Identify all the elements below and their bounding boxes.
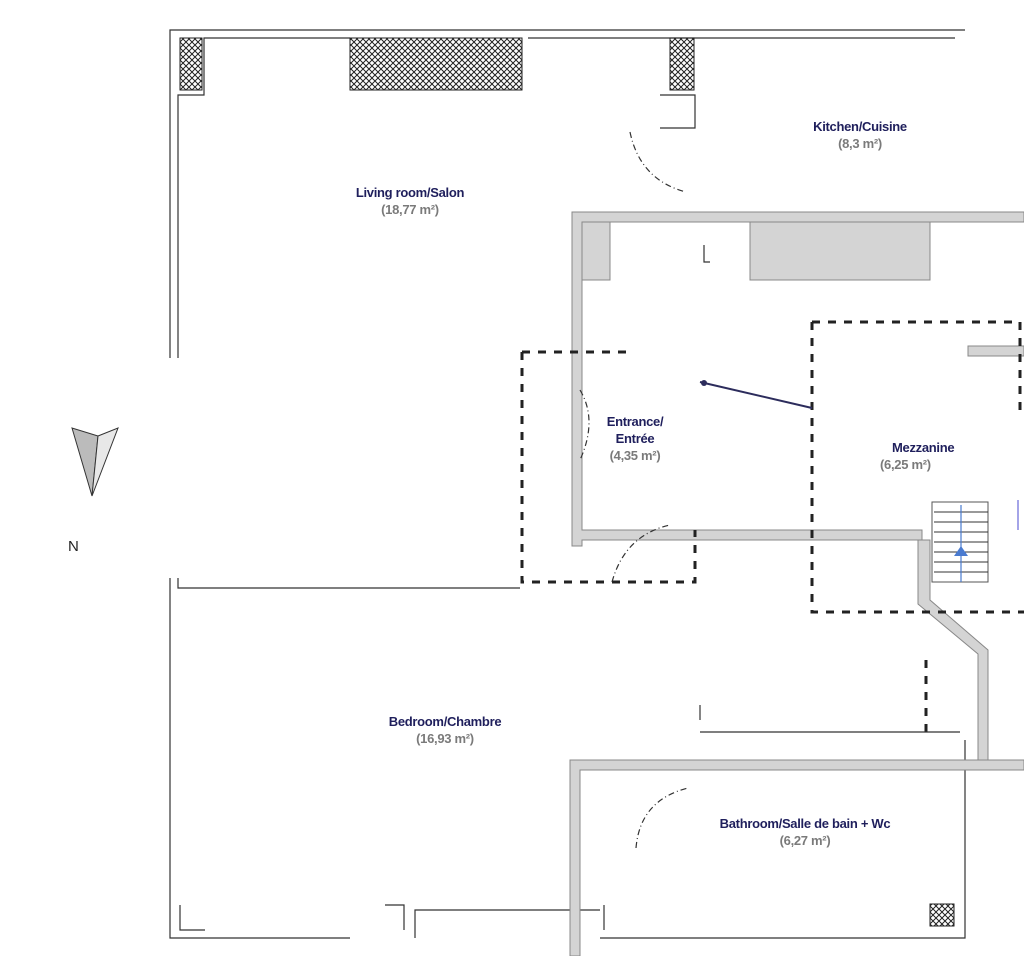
staircase xyxy=(931,500,1019,583)
room-entrance: Entrance/ Entrée (4,35 m²) xyxy=(595,413,675,464)
stair-arrow-icon xyxy=(954,546,968,556)
room-area: (18,77 m²) xyxy=(381,202,439,217)
outer-walls xyxy=(169,29,966,939)
room-name: Entrance/ Entrée xyxy=(606,414,664,446)
room-area: (16,93 m²) xyxy=(416,731,474,746)
window xyxy=(179,37,203,91)
vent xyxy=(929,903,955,927)
mezzanine-outline xyxy=(520,320,1024,740)
partition-lines xyxy=(179,245,960,931)
room-name: Bathroom/Salle de bain + Wc xyxy=(719,816,891,831)
north-arrow-icon xyxy=(71,427,119,497)
room-area: (6,25 m²) xyxy=(880,457,931,472)
room-name: Living room/Salon xyxy=(355,185,465,200)
room-bedroom: Bedroom/Chambre (16,93 m²) xyxy=(360,713,530,747)
room-living: Living room/Salon (18,77 m²) xyxy=(330,184,490,218)
room-area: (4,35 m²) xyxy=(609,448,661,463)
room-name: Mezzanine xyxy=(892,440,955,455)
room-kitchen: Kitchen/Cuisine (8,3 m²) xyxy=(780,118,940,152)
room-mezzanine: Mezzanine (6,25 m²) xyxy=(880,439,990,473)
room-name: Kitchen/Cuisine xyxy=(813,119,907,134)
door-line xyxy=(699,381,813,409)
room-area: (8,3 m²) xyxy=(838,136,882,151)
window xyxy=(669,37,695,91)
window xyxy=(349,37,523,91)
north-label: N xyxy=(68,538,79,555)
door-swings xyxy=(579,131,689,849)
room-bathroom: Bathroom/Salle de bain + Wc (6,27 m²) xyxy=(680,815,930,849)
room-area: (6,27 m²) xyxy=(779,833,831,848)
interior-walls xyxy=(569,211,1024,956)
room-name: Bedroom/Chambre xyxy=(388,714,502,729)
hinge xyxy=(701,380,707,386)
